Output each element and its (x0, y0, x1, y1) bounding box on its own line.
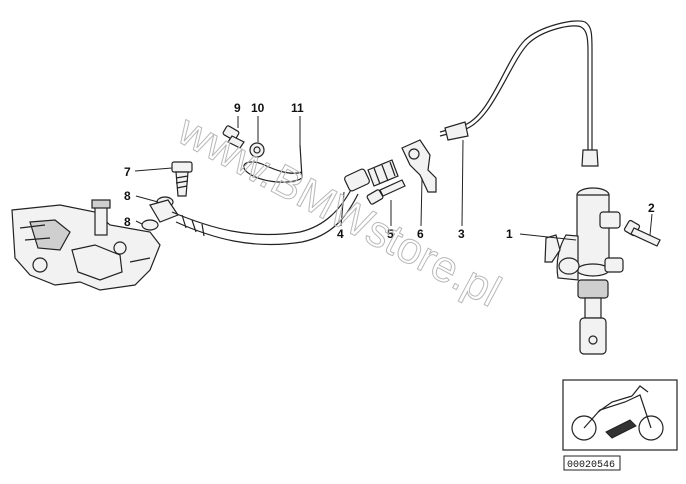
callout-11: 11 (291, 101, 304, 115)
leader-line-3 (461, 139, 464, 227)
callout-5: 5 (387, 227, 394, 241)
diagram-code-box (563, 455, 621, 471)
leader-line-8a (135, 195, 159, 203)
brake-hose[interactable] (149, 168, 370, 246)
master-cylinder[interactable] (544, 187, 624, 355)
diagram-code: 00020546 (567, 460, 615, 471)
leader-line-7 (134, 167, 173, 172)
leader-line-8b (135, 220, 143, 225)
brake-caliper[interactable] (11, 199, 161, 291)
callout-3: 3 (458, 227, 465, 241)
leader-line-2 (649, 213, 653, 236)
leader-line-4 (340, 191, 345, 227)
callout-1: 1 (506, 227, 513, 241)
screw[interactable] (366, 179, 406, 205)
cylinder-bolt[interactable] (623, 219, 661, 247)
callout-10: 10 (251, 101, 265, 115)
callout-6: 6 (417, 227, 424, 241)
small-bolt[interactable] (222, 125, 245, 149)
hose-clip[interactable] (243, 144, 303, 183)
washer-hole (253, 146, 261, 154)
callout-4: 4 (337, 227, 344, 241)
callout-8-lower: 8 (124, 215, 131, 229)
location-thumbnail[interactable] (562, 379, 678, 451)
brake-line[interactable] (439, 20, 599, 167)
banjo-bolt[interactable] (171, 161, 193, 197)
hose-fitting[interactable] (367, 159, 399, 187)
sealing-washer-lower[interactable] (141, 219, 159, 231)
callout-9: 9 (234, 101, 241, 115)
callout-2: 2 (648, 201, 655, 215)
callout-7: 7 (124, 165, 131, 179)
callout-8-upper: 8 (124, 189, 131, 203)
holder-bracket[interactable] (401, 139, 437, 193)
leader-line-1 (519, 233, 577, 241)
leader-line-6 (420, 177, 423, 227)
